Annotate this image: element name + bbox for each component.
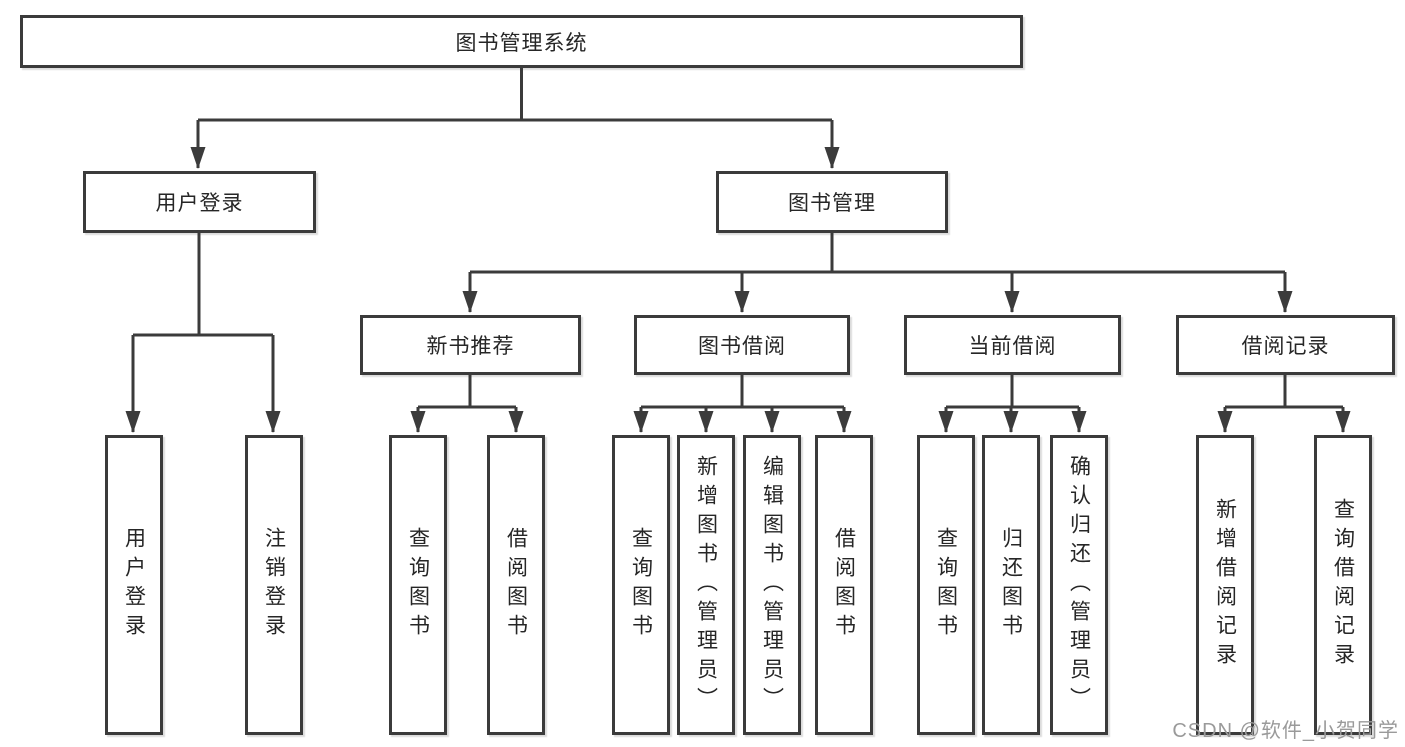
watermark: CSDN @软件_小贺同学 — [1172, 720, 1399, 742]
node-borrowing-records: 借阅记录 — [1176, 315, 1395, 375]
node-user-login: 用户登录 — [83, 171, 316, 233]
leaf-query-books-borrow: 查询图书 — [612, 435, 670, 735]
connector-line — [133, 68, 1343, 409]
leaf-query-books-recommend: 查询图书 — [389, 435, 447, 735]
leaf-user-login: 用户登录 — [105, 435, 163, 735]
node-current-borrowing: 当前借阅 — [904, 315, 1121, 375]
leaf-confirm-return-admin: 确认归还（管理员） — [1050, 435, 1108, 735]
node-book-borrowing: 图书借阅 — [634, 315, 850, 375]
leaf-borrow-books-recommend: 借阅图书 — [487, 435, 545, 735]
leaf-borrow-books: 借阅图书 — [815, 435, 873, 735]
leaf-logout: 注销登录 — [245, 435, 303, 735]
leaf-add-books-admin: 新增图书（管理员） — [677, 435, 735, 735]
leaf-edit-books-admin: 编辑图书（管理员） — [743, 435, 801, 735]
leaf-query-books-current: 查询图书 — [917, 435, 975, 735]
leaf-add-borrow-record: 新增借阅记录 — [1196, 435, 1254, 735]
node-new-book-recommendation: 新书推荐 — [360, 315, 581, 375]
node-book-management: 图书管理 — [716, 171, 948, 233]
leaf-query-borrow-record: 查询借阅记录 — [1314, 435, 1372, 735]
leaf-return-books: 归还图书 — [982, 435, 1040, 735]
node-root: 图书管理系统 — [20, 15, 1023, 68]
